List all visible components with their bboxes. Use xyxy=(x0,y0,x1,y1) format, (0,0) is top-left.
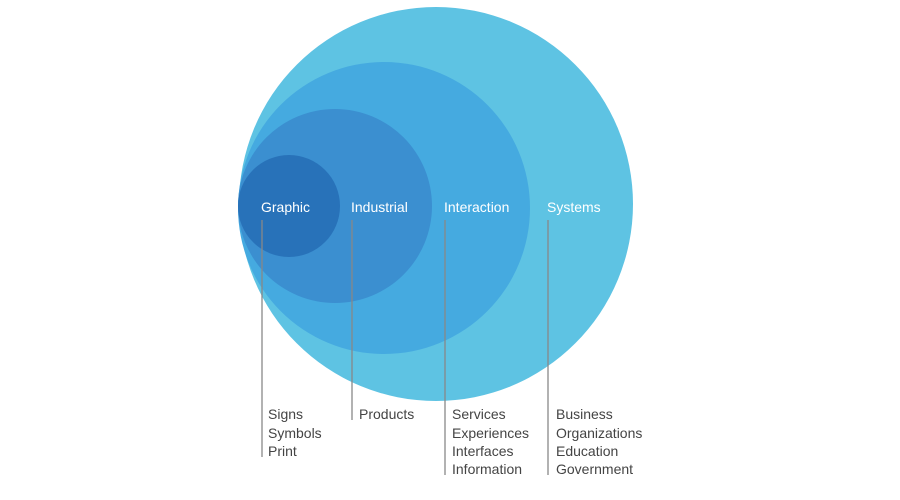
list-item: Signs xyxy=(268,406,303,422)
circle-graphic xyxy=(238,155,340,257)
list-item: Symbols xyxy=(268,425,322,441)
label-industrial: Industrial xyxy=(351,199,408,215)
list-systems: Business Organizations Education Governm… xyxy=(556,406,642,477)
list-item: Information xyxy=(452,461,522,477)
label-graphic: Graphic xyxy=(261,199,310,215)
list-industrial: Products xyxy=(359,406,414,422)
list-graphic: Signs Symbols Print xyxy=(268,406,322,459)
label-systems: Systems xyxy=(547,199,601,215)
list-interaction: Services Experiences Interfaces Informat… xyxy=(452,406,529,477)
list-item: Government xyxy=(556,461,633,477)
list-item: Education xyxy=(556,443,618,459)
label-interaction: Interaction xyxy=(444,199,509,215)
list-item: Business xyxy=(556,406,613,422)
list-item: Organizations xyxy=(556,425,642,441)
list-item: Print xyxy=(268,443,297,459)
list-item: Experiences xyxy=(452,425,529,441)
list-item: Products xyxy=(359,406,414,422)
list-item: Services xyxy=(452,406,506,422)
list-item: Interfaces xyxy=(452,443,513,459)
